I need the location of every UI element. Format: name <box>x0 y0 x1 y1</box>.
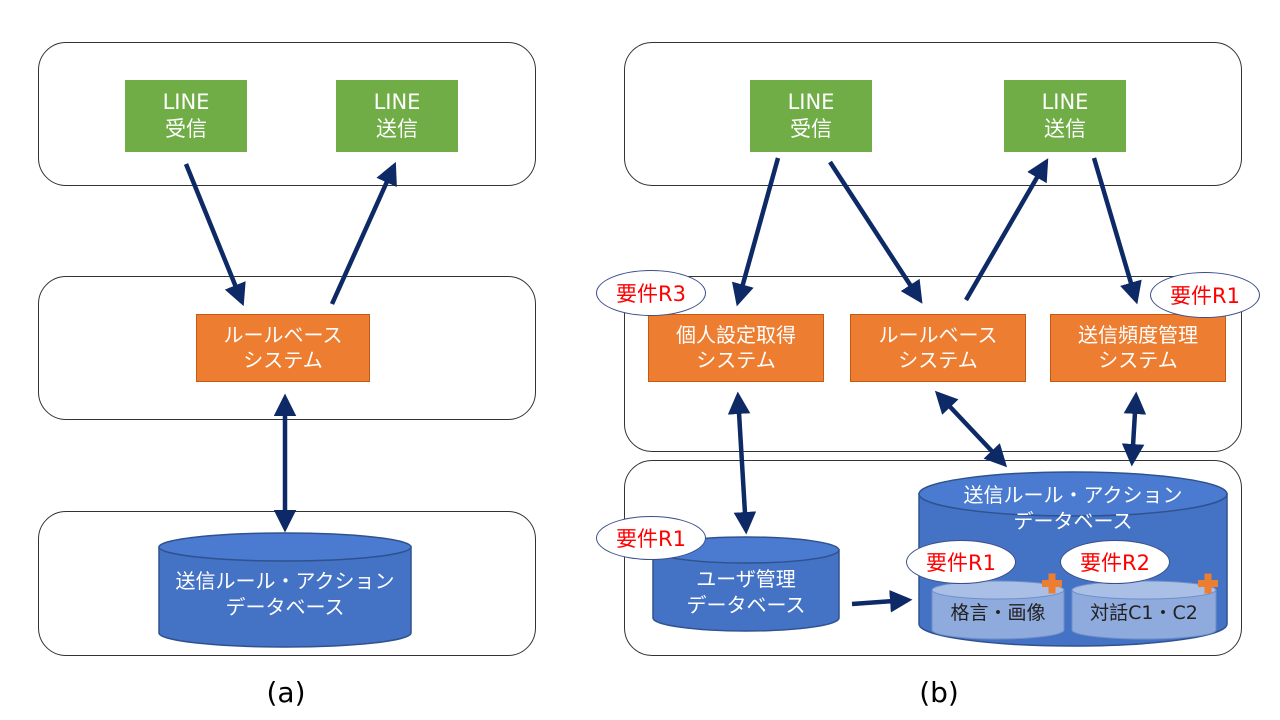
rule-system-b-line2: システム <box>898 348 978 372</box>
action-db-b-line2: データベース <box>1013 509 1133 533</box>
caption-a: (a) <box>266 676 306 709</box>
line-send-b-line2: 送信 <box>1044 117 1086 141</box>
caption-b: (b) <box>919 676 959 709</box>
line-send-box-a: LINE 送信 <box>336 80 458 152</box>
line-send-box-b: LINE 送信 <box>1004 80 1126 152</box>
arrow-personal-userdb <box>727 391 757 535</box>
line-receive-a-line1: LINE <box>162 90 210 114</box>
arrow-userdb-to-actiondb <box>851 590 913 613</box>
arrow-rule-to-send-b <box>964 158 1049 302</box>
plus-icon-quotes <box>1042 573 1062 594</box>
requirement-tag-r1-user-db: 要件R1 <box>596 516 706 560</box>
arrow-rule-actiondb <box>934 390 1008 468</box>
user-db-line1: ユーザ管理 <box>696 567 796 591</box>
action-db-a-line2: データベース <box>225 595 345 619</box>
line-receive-box-a: LINE 受信 <box>125 80 247 152</box>
action-db-b-line1: 送信ルール・アクション <box>963 483 1183 507</box>
cylinder-shape-a <box>158 532 412 648</box>
requirement-tag-r1-frequency: 要件R1 <box>1150 272 1260 318</box>
arrow-receive-to-rule-b <box>828 160 923 304</box>
line-receive-a-line2: 受信 <box>165 117 207 141</box>
user-db-line2: データベース <box>686 593 806 617</box>
rule-system-box-b: ルールベース システム <box>850 314 1026 382</box>
requirement-tag-r2: 要件R2 <box>1060 540 1170 584</box>
layer-b-top <box>624 42 1242 186</box>
arrow-receive-to-rule-a <box>183 163 246 307</box>
arrow-frequency-actiondb <box>1121 391 1147 467</box>
quotes-images-label: 格言・画像 <box>950 602 1046 624</box>
personal-settings-system-box: 個人設定取得 システム <box>648 314 824 382</box>
frequency-system-line1: 送信頻度管理 <box>1078 323 1198 347</box>
rule-system-a-line1: ルールベース <box>223 323 343 347</box>
personal-system-line1: 個人設定取得 <box>676 323 796 347</box>
personal-system-line2: システム <box>696 348 776 372</box>
action-db-cylinder-a: 送信ルール・アクション データベース <box>158 532 412 648</box>
requirement-tag-r1-quotes: 要件R1 <box>906 540 1016 584</box>
dialog-label: 対話C1・C2 <box>1090 602 1198 624</box>
frequency-system-line2: システム <box>1098 348 1178 372</box>
rule-system-b-line1: ルールベース <box>878 323 998 347</box>
arrow-receive-to-personal <box>731 157 781 307</box>
dialog-sub-cylinder <box>1071 580 1217 640</box>
requirement-tag-r3: 要件R3 <box>596 270 706 316</box>
arrow-send-to-frequency <box>1091 157 1142 305</box>
line-receive-b-line1: LINE <box>787 90 835 114</box>
frequency-system-box: 送信頻度管理 システム <box>1050 314 1226 382</box>
action-db-a-line1: 送信ルール・アクション <box>175 569 395 593</box>
rule-system-box-a: ルールベース システム <box>196 314 370 382</box>
rule-system-a-line2: システム <box>243 348 323 372</box>
line-send-a-line1: LINE <box>373 90 421 114</box>
quotes-sub-cylinder <box>931 580 1065 640</box>
line-send-a-line2: 送信 <box>376 117 418 141</box>
line-send-b-line1: LINE <box>1041 90 1089 114</box>
arrow-rule-to-send-a <box>329 161 397 305</box>
plus-icon-dialog <box>1198 573 1218 594</box>
line-receive-box-b: LINE 受信 <box>750 80 872 152</box>
line-receive-b-line2: 受信 <box>790 117 832 141</box>
